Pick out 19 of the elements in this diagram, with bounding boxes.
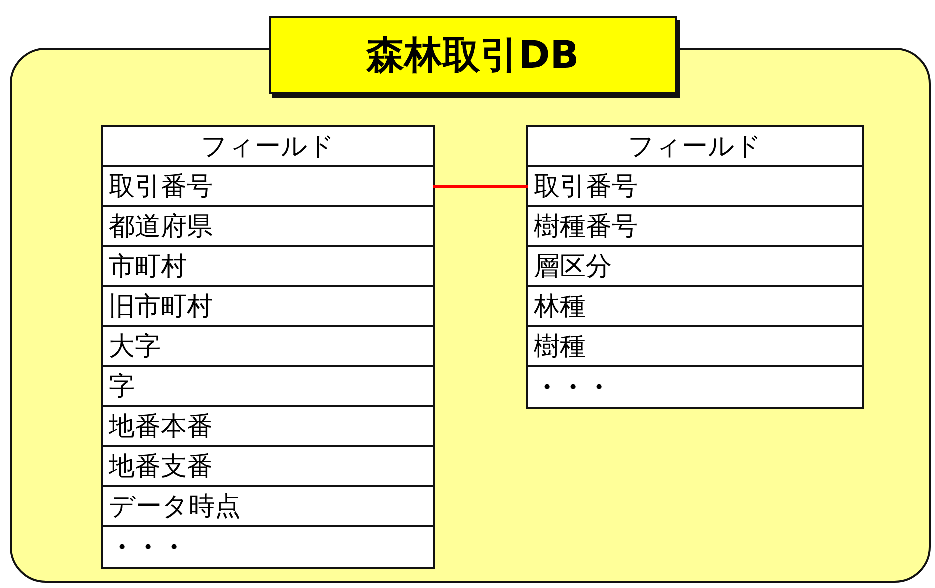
field-name: 林種	[534, 290, 586, 324]
field-name: 層区分	[534, 250, 612, 284]
field-name: 市町村	[109, 250, 187, 284]
field-name: データ時点	[109, 490, 241, 524]
connector-line	[433, 186, 528, 188]
field-name: 地番支番	[109, 450, 213, 484]
field-table	[101, 125, 435, 569]
field-name: 取引番号	[109, 170, 213, 204]
field-name: 取引番号	[534, 170, 638, 204]
field-table	[526, 125, 864, 409]
field-name: 地番本番	[109, 410, 213, 444]
field-name: 樹種	[534, 330, 586, 364]
field-name: 都道府県	[109, 210, 213, 244]
field-name: 樹種番号	[534, 210, 638, 244]
field-name: 大字	[109, 330, 161, 364]
field-name: ・・・	[109, 532, 187, 564]
field-name: ・・・	[534, 372, 612, 404]
field-name: 字	[109, 370, 135, 404]
field-name: 旧市町村	[109, 290, 213, 324]
